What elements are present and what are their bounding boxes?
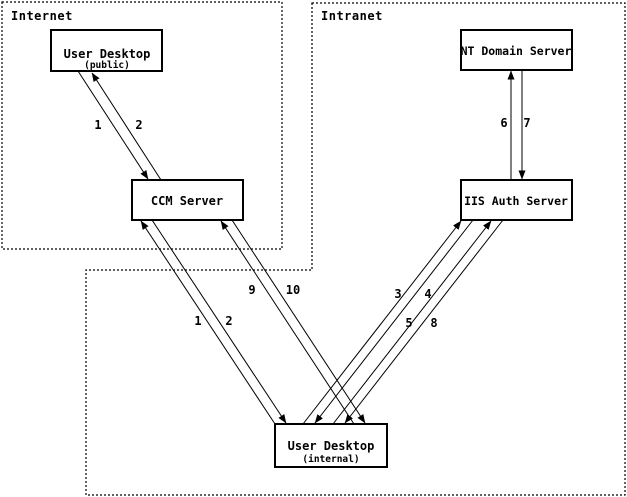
node-user-desktop-internal: User Desktop (internal) [274, 423, 388, 468]
zone-internet-label: Internet [11, 9, 73, 23]
flow-label-8: 8 [430, 316, 437, 330]
node-box-user-desktop-public [50, 29, 163, 72]
node-box-ccm-server [131, 179, 244, 221]
flow-label-2-bottom: 2 [225, 314, 232, 328]
flow-label-10: 10 [286, 283, 300, 297]
flow-line-10-ccm-to-internal-desktop [231, 219, 366, 424]
zone-intranet-label: Intranet [321, 9, 383, 23]
flow-line-2-ccm-to-public-desktop [91, 72, 162, 181]
node-box-iis-auth-server [460, 179, 573, 221]
flow-label-6: 6 [500, 116, 507, 130]
flow-line-9-internal-desktop-to-ccm [220, 220, 355, 425]
node-subtitle-user-desktop-internal: (internal) [302, 454, 359, 465]
node-ccm-server: CCM Server [131, 179, 244, 221]
flow-label-3: 3 [394, 287, 401, 301]
flow-label-1-bottom: 1 [194, 314, 201, 328]
node-nt-domain-server: NT Domain Server [460, 29, 573, 71]
zone-internet-border [1, 1, 283, 250]
flow-line-3-internal-desktop-to-iis [302, 220, 462, 425]
flow-label-7: 7 [523, 116, 530, 130]
node-box-nt-domain-server [460, 29, 573, 71]
node-title-iis-auth-server: IIS Auth Server [464, 194, 568, 208]
node-box-user-desktop-internal [274, 423, 388, 468]
node-title-user-desktop-public: User Desktop [64, 47, 151, 61]
node-title-user-desktop-internal: User Desktop [288, 439, 375, 453]
flow-line-1-internal-desktop-to-ccm [140, 220, 276, 425]
flow-line-8-iis-to-internal-desktop [344, 219, 504, 424]
node-iis-auth-server: IIS Auth Server [460, 179, 573, 221]
flow-line-4-iis-to-internal-desktop [314, 219, 474, 424]
node-subtitle-user-desktop-public: (public) [84, 60, 130, 71]
node-user-desktop-public: User Desktop (public) [50, 29, 163, 72]
flow-line-5-internal-desktop-to-iis [332, 220, 492, 425]
node-title-ccm-server: CCM Server [151, 194, 223, 208]
node-title-nt-domain-server: NT Domain Server [461, 44, 572, 58]
zone-intranet-border [85, 2, 626, 496]
flow-label-2-top: 2 [135, 118, 142, 132]
flow-line-1-public-desktop-to-ccm [77, 70, 149, 180]
flow-label-1-top: 1 [94, 118, 101, 132]
flow-label-5: 5 [405, 316, 412, 330]
flow-line-2-ccm-to-internal-desktop [151, 219, 287, 424]
flow-label-9: 9 [248, 283, 255, 297]
flow-label-4: 4 [424, 287, 431, 301]
